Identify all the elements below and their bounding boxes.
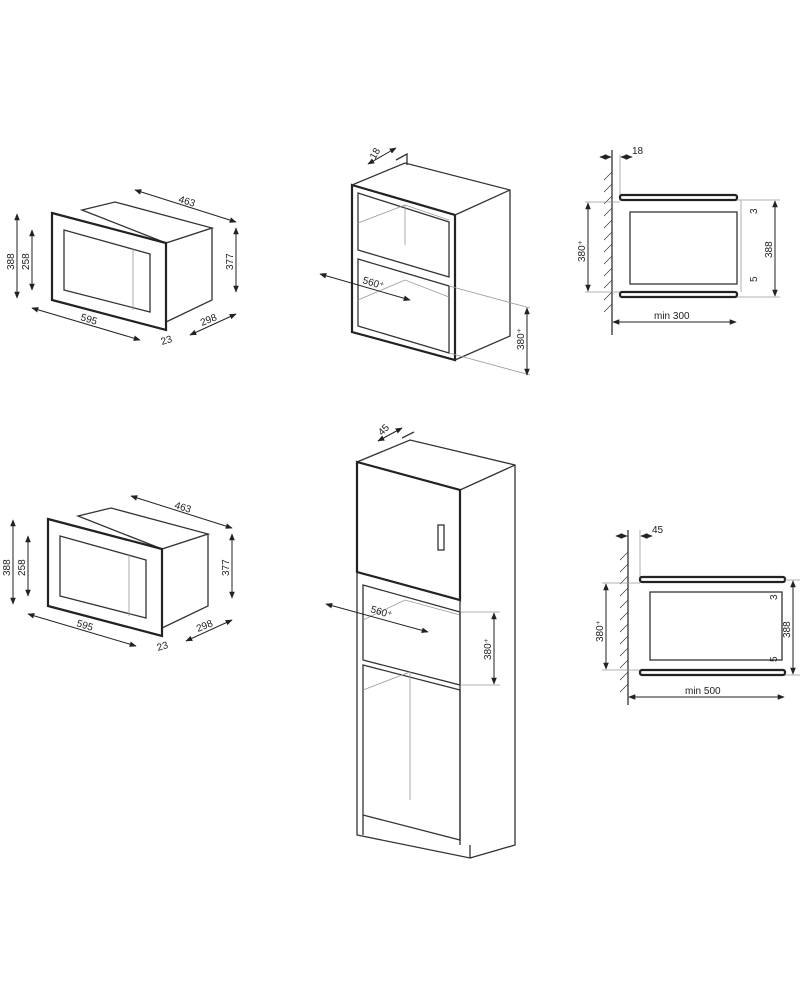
dim-min-depth: min 500 [685, 686, 721, 697]
dim-width-back: 463 [177, 194, 197, 210]
wall-hatch [619, 551, 629, 693]
microwave-dimensions-bottom: 463 388 258 377 595 23 298 [2, 495, 235, 654]
dim-frame-depth: 23 [160, 334, 174, 348]
dim-height-inner: 258 [21, 253, 32, 270]
wall-hatch [603, 171, 613, 313]
dim-width-front: 595 [79, 312, 99, 328]
dim-min-depth: min 300 [654, 311, 690, 322]
dim-height-outer: 388 [6, 253, 17, 270]
dim-gap-top: 3 [769, 594, 780, 600]
side-view-bottom: 45 380⁺ 388 3 5 min 500 [595, 525, 800, 705]
dim-height-inner: 258 [17, 559, 28, 576]
tall-cabinet-diagram: 380⁺ 560⁺ 45 [325, 422, 516, 859]
dim-depth: 298 [199, 312, 219, 329]
microwave-window [63, 229, 151, 313]
dim-panel: 18 [632, 146, 644, 157]
dim-height-outer: 388 [2, 559, 13, 576]
dim-depth: 298 [195, 618, 215, 635]
dim-total-height: 388 [782, 621, 793, 638]
dim-panel: 45 [376, 422, 392, 438]
dim-frame-depth: 23 [156, 640, 170, 654]
dim-niche-height: 380⁺ [483, 638, 494, 660]
dim-gap-top: 3 [749, 208, 760, 214]
microwave-front-frame [50, 211, 168, 332]
cabinet-diagram-top: 380⁺ 560⁺ 18 [319, 146, 531, 376]
dim-panel: 45 [652, 525, 664, 536]
dim-niche-height: 380⁺ [595, 620, 606, 642]
dim-gap-bottom: 5 [749, 276, 760, 282]
side-view-top: 18 380⁺ 388 3 5 min 300 [577, 146, 780, 335]
dim-panel: 18 [368, 146, 383, 162]
microwave-dimensions-top: 463 388 258 377 595 23 298 [6, 189, 239, 348]
dim-height-side: 377 [221, 559, 232, 576]
dim-total-height: 388 [764, 241, 775, 258]
dim-niche-height: 380⁺ [516, 328, 527, 350]
dim-height-side: 377 [225, 253, 236, 270]
dim-niche-height: 380⁺ [577, 240, 588, 262]
dim-gap-bottom: 5 [769, 656, 780, 662]
door-handle [437, 524, 445, 551]
dim-width-back: 463 [173, 500, 193, 516]
dim-width-front: 595 [75, 618, 95, 634]
